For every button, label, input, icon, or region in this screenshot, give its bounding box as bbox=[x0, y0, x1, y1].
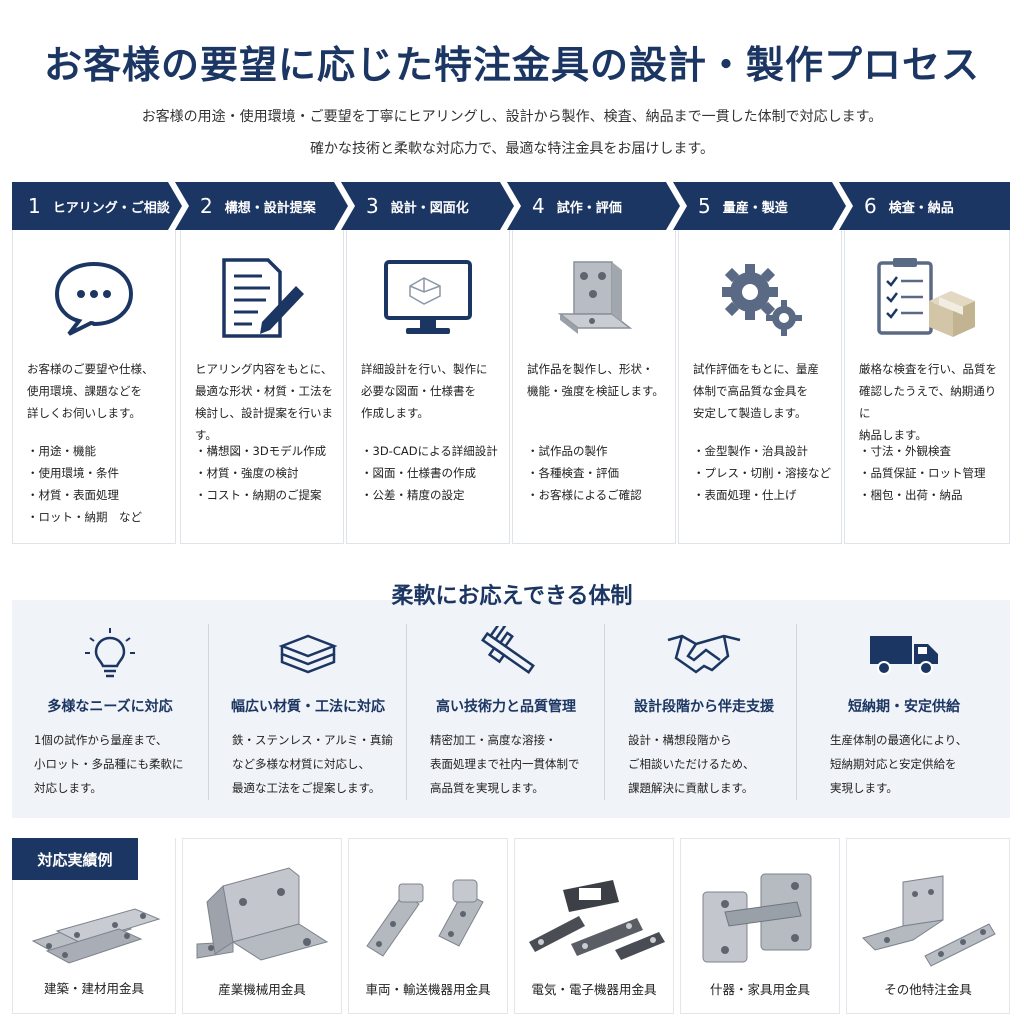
step-item-list: 構想図・3Dモデル作成材質・強度の検討コスト・納期のご提案 bbox=[195, 440, 335, 506]
feature-1: 多様なニーズに対応 1個の試作から量産まで、小ロット・多品種にも柔軟に対応します… bbox=[12, 600, 208, 818]
example-label: 建築・建材用金具 bbox=[43, 981, 144, 996]
step-description: ヒアリング内容をもとに、最適な形状・材質・工法を検討し、設計提案を行います。 bbox=[195, 362, 333, 442]
feature-title: 設計段階から伴走支援 bbox=[634, 699, 774, 715]
page-subtitle-2: 確かな技術と柔軟な対応力で、最適な特注金具をお届けします。 bbox=[309, 141, 715, 157]
document-pen-icon bbox=[181, 248, 343, 348]
step-description: 厳格な検査を行い、品質を確認したうえで、納期通りに納品します。 bbox=[859, 362, 997, 442]
feature-4: 設計段階から伴走支援 設計・構想段階からご相談いただけるため、課題解決に貢献しま… bbox=[606, 600, 802, 818]
feature-title: 短納期・安定供給 bbox=[848, 699, 960, 715]
example-label: 什器・家具用金具 bbox=[709, 982, 810, 997]
hinge-image bbox=[349, 857, 507, 977]
feature-divider bbox=[796, 624, 797, 800]
feature-description: 設計・構想段階からご相談いただけるため、課題解決に貢献します。 bbox=[628, 733, 755, 795]
step-header-1: 1 ヒアリング・ご相談 bbox=[12, 182, 172, 230]
step-description: お客様のご要望や仕様、使用環境、課題などを詳しくお伺いします。 bbox=[27, 362, 154, 420]
feature-description: 鉄・ステンレス・アルミ・真鍮など多様な材質に対応し、最適な工法をご提案します。 bbox=[232, 733, 393, 795]
feature-description: 生産体制の最適化により、短納期対応と安定供給を実現します。 bbox=[830, 733, 968, 795]
material-layers-icon bbox=[210, 626, 406, 682]
furniture-hinge-image bbox=[681, 857, 839, 977]
features-band: 多様なニーズに対応 1個の試作から量産まで、小ロット・多品種にも柔軟に対応します… bbox=[12, 600, 1010, 818]
step-item-list: 用途・機能使用環境・条件材質・表面処理ロット・納期 など bbox=[27, 440, 167, 528]
feature-description: 精密加工・高度な溶接・表面処理まで社内一貫体制で高品質を実現します。 bbox=[430, 733, 580, 795]
checklist-box-icon bbox=[845, 248, 1009, 348]
step-description: 試作評価をもとに、量産体制で高品質な金具を安定して製造します。 bbox=[693, 362, 819, 420]
flat-plates-image bbox=[13, 884, 175, 978]
feature-divider bbox=[604, 624, 605, 800]
u-bracket-image bbox=[183, 857, 341, 977]
example-label: その他特注金具 bbox=[884, 982, 972, 997]
step-arrow-bar bbox=[12, 182, 1010, 230]
angle-bracket-image bbox=[847, 857, 1009, 977]
step-description: 試作品を製作し、形状・機能・強度を検証します。 bbox=[527, 362, 664, 398]
page-subtitle-1: お客様の用途・使用環境・ご要望を丁寧にヒアリングし、設計から製作、検査、納品まで… bbox=[141, 109, 883, 125]
feature-2: 幅広い材質・工法に対応 鉄・ステンレス・アルミ・真鍮など多様な材質に対応し、最適… bbox=[210, 600, 406, 818]
features-section-title: 柔軟にお応えできる体制 bbox=[391, 583, 633, 609]
example-label: 電気・電子機器用金具 bbox=[531, 982, 657, 997]
black-plates-image bbox=[515, 857, 673, 977]
step-item-list: 試作品の製作各種検査・評価お客様によるご確認 bbox=[527, 440, 667, 506]
step-item-list: 金型製作・治具設計プレス・切削・溶接など表面処理・仕上げ bbox=[693, 440, 833, 506]
step-title: ヒアリング・ご相談 bbox=[52, 200, 170, 216]
feature-title: 高い技術力と品質管理 bbox=[436, 699, 576, 715]
step-item-list: 3D-CADによる詳細設計図面・仕様書の作成公差・精度の設定 bbox=[361, 440, 501, 506]
page-title: お客様の要望に応じた特注金具の設計・製作プロセス bbox=[43, 42, 980, 87]
step-number: 1 bbox=[28, 194, 41, 218]
example-card: 車両・輸送機器用金具 bbox=[348, 838, 508, 1014]
step-description: 詳細設計を行い、製作に必要な図面・仕様書を作成します。 bbox=[361, 362, 488, 420]
example-card: 什器・家具用金具 bbox=[680, 838, 840, 1014]
caliper-icon bbox=[408, 626, 604, 682]
step-item-list: 寸法・外観検査品質保証・ロット管理梱包・出荷・納品 bbox=[859, 440, 1001, 506]
example-card: その他特注金具 bbox=[846, 838, 1010, 1014]
monitor-cad-icon bbox=[347, 248, 509, 348]
example-label: 産業機械用金具 bbox=[218, 982, 306, 997]
feature-3: 高い技術力と品質管理 精密加工・高度な溶接・表面処理まで社内一貫体制で高品質を実… bbox=[408, 600, 604, 818]
feature-title: 多様なニーズに対応 bbox=[47, 699, 173, 715]
examples-section-tag: 対応実績例 bbox=[12, 838, 138, 880]
example-label: 車両・輸送機器用金具 bbox=[365, 982, 491, 997]
feature-divider bbox=[406, 624, 407, 800]
feature-title: 幅広い材質・工法に対応 bbox=[231, 699, 385, 715]
example-card: 電気・電子機器用金具 bbox=[514, 838, 674, 1014]
truck-icon bbox=[798, 626, 1010, 682]
chat-bubble-icon bbox=[13, 248, 175, 348]
process-steps: 1 ヒアリング・ご相談 お客様のご要望や仕様、使用環境、課題などを詳しくお伺いし… bbox=[12, 182, 1010, 544]
examples-gallery: 建築・建材用金具 産業機械用金具 車両・輸送機器 bbox=[12, 838, 1010, 1014]
feature-5: 短納期・安定供給 生産体制の最適化により、短納期対応と安定供給を実現します。 bbox=[798, 600, 1010, 818]
feature-divider bbox=[208, 624, 209, 800]
bracket-part-icon bbox=[513, 248, 675, 348]
handshake-icon bbox=[606, 626, 802, 682]
example-card: 産業機械用金具 bbox=[182, 838, 342, 1014]
gears-icon bbox=[679, 248, 841, 348]
feature-description: 1個の試作から量産まで、小ロット・多品種にも柔軟に対応します。 bbox=[34, 733, 184, 795]
step-card-4: 試作品を製作し、形状・機能・強度を検証します。 試作品の製作各種検査・評価お客様… bbox=[512, 230, 676, 544]
lightbulb-icon bbox=[12, 626, 208, 682]
